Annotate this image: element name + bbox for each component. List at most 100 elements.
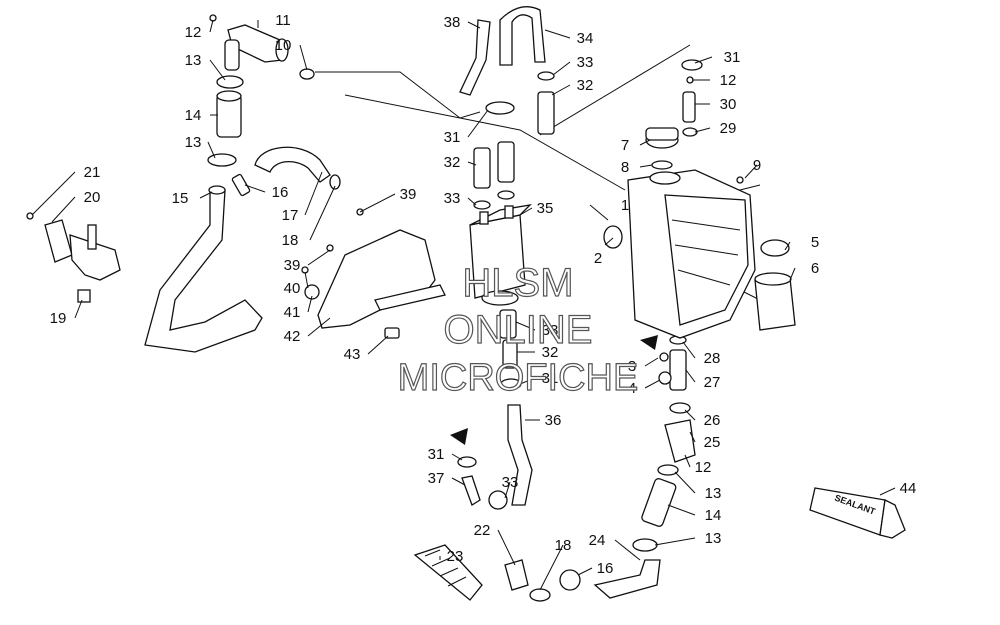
callout-11: 11 — [257, 12, 291, 29]
callout-leader-line — [682, 341, 696, 359]
callout-leader-line — [467, 161, 477, 166]
callout-26: 26 — [684, 409, 720, 429]
callout-18: 18 — [539, 537, 572, 591]
callout-leader-line — [519, 377, 536, 385]
callout-leader-line — [367, 335, 389, 355]
callout-number: 38 — [444, 14, 461, 31]
callout-number: 16 — [597, 560, 614, 577]
callout-leader-line — [307, 317, 331, 337]
callout-number: 37 — [428, 470, 445, 487]
callout-leader-line — [244, 184, 266, 193]
callout-leader-line — [604, 237, 614, 246]
callout-number: 13 — [185, 134, 202, 151]
upper-left-hose-assembly — [207, 14, 315, 167]
callout-leader-line — [639, 139, 651, 146]
callout-leader-line — [209, 19, 214, 33]
callout-36: 36 — [525, 412, 561, 429]
callout-number: 27 — [704, 374, 721, 391]
callout-number: 7 — [621, 137, 629, 154]
callout-number: 11 — [275, 12, 291, 29]
callout-6: 6 — [789, 260, 819, 281]
callout-number: 21 — [84, 164, 101, 181]
callout-leader-line — [694, 56, 713, 64]
callout-31: 31 — [428, 446, 463, 463]
callout-1: 1 — [589, 197, 629, 221]
callout-number: 33 — [502, 474, 519, 491]
callout-number: 13 — [185, 52, 202, 69]
callout-42: 42 — [284, 317, 331, 345]
arrow-marker — [640, 335, 658, 350]
callout-number: 3 — [628, 358, 636, 375]
callout-30: 30 — [695, 96, 736, 113]
callout-number: 20 — [84, 189, 101, 206]
reservoir-outlet-stack — [641, 335, 696, 527]
callout-leader-line — [304, 171, 323, 216]
callout-43: 43 — [344, 335, 389, 363]
callout-16: 16 — [577, 560, 614, 577]
callout-leader-line — [207, 141, 216, 159]
callout-number: 41 — [284, 304, 301, 321]
callout-33: 33 — [515, 321, 559, 339]
callout-number: 2 — [594, 250, 602, 267]
callout-13: 13 — [185, 52, 226, 81]
callout-39: 39 — [359, 186, 416, 213]
callout-number: 44 — [900, 480, 917, 497]
callout-number: 39 — [284, 257, 301, 274]
callout-leader-line — [515, 321, 536, 331]
callout-number: 15 — [172, 190, 189, 207]
callout-number: 10 — [275, 37, 292, 54]
callout-number: 9 — [753, 157, 761, 174]
vent-hoses-top — [459, 6, 555, 135]
callout-32: 32 — [444, 154, 477, 171]
callout-34: 34 — [544, 29, 593, 47]
callout-leader-line — [497, 529, 516, 566]
coolant-hose-15 — [144, 185, 263, 353]
sealant-tube-44: SEALANT — [809, 487, 906, 539]
callout-number: 13 — [705, 485, 722, 502]
callout-number: 18 — [555, 537, 572, 554]
callout-number: 23 — [447, 548, 464, 565]
callout-leader-line — [209, 59, 226, 81]
callout-14: 14 — [667, 504, 721, 524]
callout-number: 6 — [811, 260, 819, 277]
callout-number: 42 — [284, 328, 301, 345]
callout-number: 43 — [344, 346, 361, 363]
callout-31: 31 — [519, 370, 558, 387]
callout-leader-line — [519, 207, 533, 216]
callout-33: 33 — [502, 474, 519, 499]
callout-leader-line — [589, 204, 609, 221]
callout-number: 31 — [444, 129, 461, 146]
sensor-bracket — [26, 212, 121, 303]
callout-25: 25 — [689, 431, 721, 451]
callout-leader-line — [451, 477, 466, 486]
callout-leader-line — [694, 127, 711, 133]
callout-23: 23 — [439, 548, 464, 565]
callout-number: 32 — [577, 77, 594, 94]
callout-12: 12 — [692, 72, 736, 89]
callout-9: 9 — [744, 157, 761, 179]
callout-leader-line — [307, 295, 313, 313]
callout-number: 17 — [282, 207, 299, 224]
callout-40: 40 — [284, 271, 309, 297]
callout-5: 5 — [784, 234, 819, 251]
callout-leader-line — [299, 44, 308, 71]
callout-leader-line — [309, 185, 336, 241]
callout-leader-line — [552, 61, 571, 76]
callout-number: 8 — [621, 159, 629, 176]
callout-number: 12 — [695, 459, 712, 476]
callout-31: 31 — [444, 109, 489, 146]
callout-number: 30 — [720, 96, 737, 113]
callout-21: 21 — [31, 164, 101, 216]
callout-leader-line — [684, 409, 696, 421]
callout-number: 33 — [542, 322, 559, 339]
filter-element — [754, 239, 796, 331]
watermark-line-2: ONLINE — [444, 308, 593, 352]
callout-number: 19 — [50, 310, 67, 327]
callout-leader-line — [614, 539, 641, 561]
callout-number: 25 — [704, 434, 721, 451]
lower-vent-tubes — [499, 309, 533, 506]
callout-12: 12 — [684, 454, 712, 476]
callout-18: 18 — [282, 185, 336, 249]
canister-bracket — [301, 208, 446, 339]
callout-leader-line — [744, 164, 758, 179]
